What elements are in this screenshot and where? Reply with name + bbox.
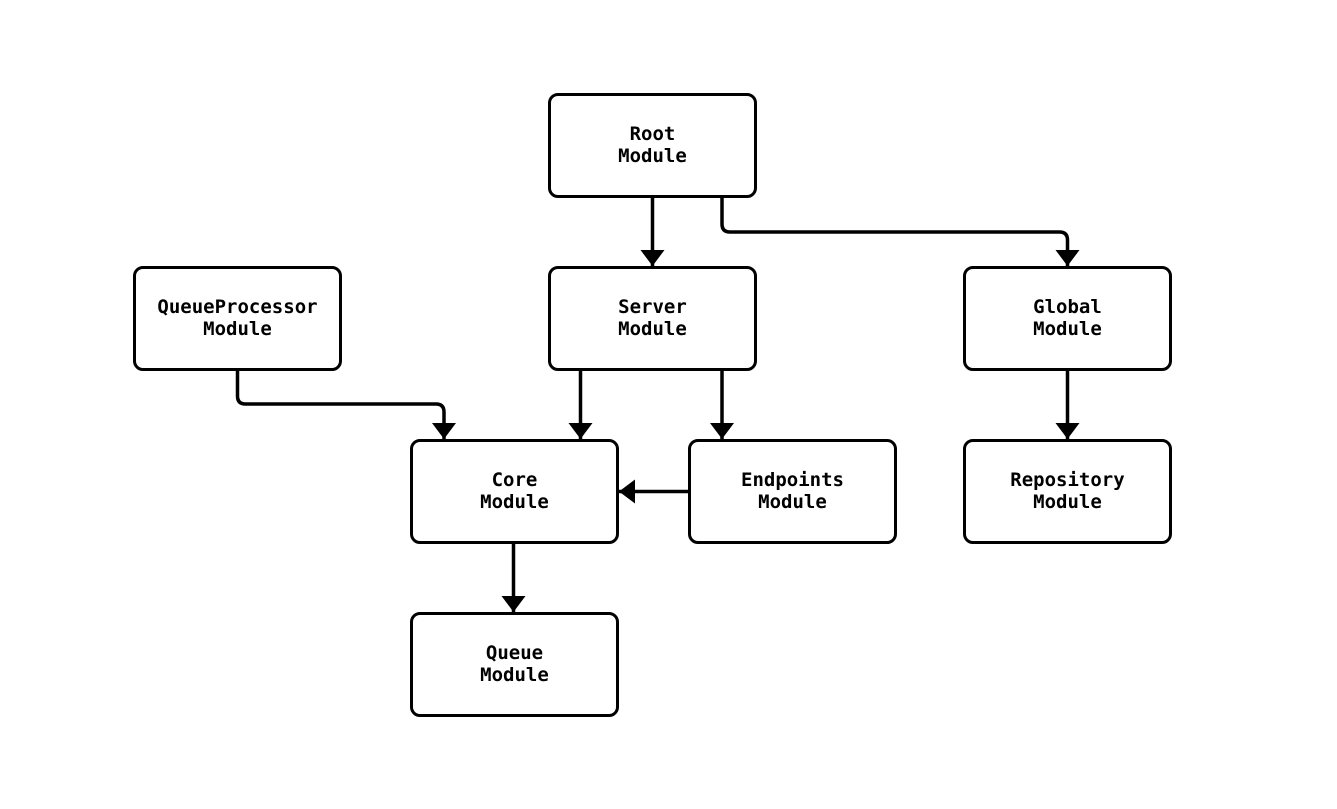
node-label: Global Module <box>1033 296 1102 340</box>
edge-queueprocessor-to-core <box>235 371 456 439</box>
node-endpoints-module: Endpoints Module <box>688 439 897 544</box>
node-label: Repository Module <box>1010 469 1125 513</box>
node-repository-module: Repository Module <box>963 439 1172 544</box>
node-queueprocessor-module: QueueProcessor Module <box>133 266 342 371</box>
node-label: Queue Module <box>480 642 549 686</box>
node-label: QueueProcessor Module <box>157 296 318 340</box>
node-label: Root Module <box>618 123 687 167</box>
node-label: Endpoints Module <box>741 469 844 513</box>
node-server-module: Server Module <box>548 266 757 371</box>
node-queue-module: Queue Module <box>410 612 619 717</box>
node-root-module: Root Module <box>548 93 757 198</box>
node-global-module: Global Module <box>963 266 1172 371</box>
node-label: Server Module <box>618 296 687 340</box>
node-label: Core Module <box>480 469 549 513</box>
node-core-module: Core Module <box>410 439 619 544</box>
edge-root-to-global <box>720 198 1080 266</box>
